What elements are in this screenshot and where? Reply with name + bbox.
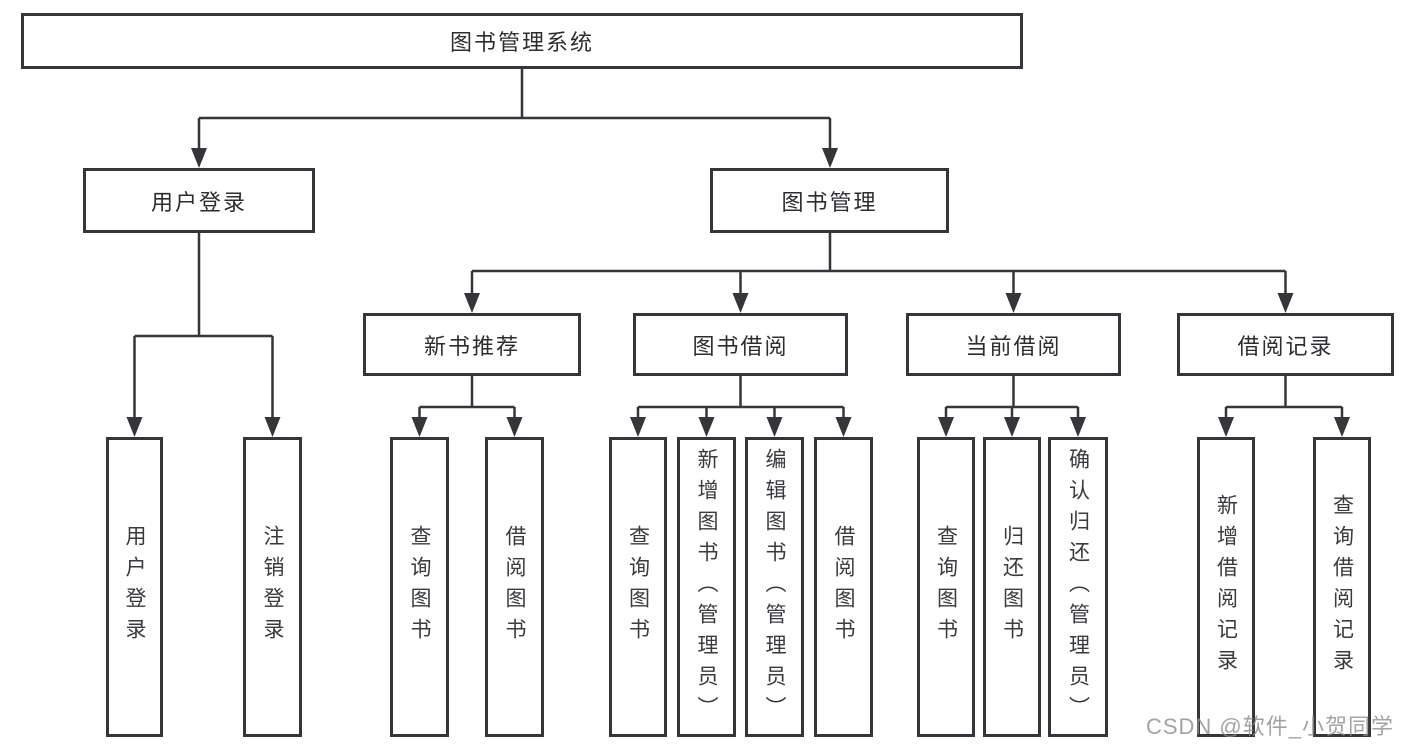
leaf-bb-edit-books-admin: 编辑图书（管理员） bbox=[745, 437, 804, 737]
node-borrowing-records-label: 借阅记录 bbox=[1237, 333, 1334, 359]
leaf-nb-borrow-books-label: 借阅图书 bbox=[503, 525, 526, 649]
leaf-br-query-record-label: 查询借阅记录 bbox=[1330, 494, 1354, 680]
leaf-user-login: 用户登录 bbox=[106, 437, 163, 737]
leaf-logout-login: 注销登录 bbox=[243, 437, 302, 737]
leaf-logout-login-label: 注销登录 bbox=[261, 525, 284, 649]
leaf-br-add-record: 新增借阅记录 bbox=[1197, 437, 1255, 737]
connector-current-borrowing-children bbox=[938, 376, 1086, 437]
leaf-nb-query-books-label: 查询图书 bbox=[408, 525, 431, 649]
connector-book-management-children bbox=[464, 233, 1294, 313]
connector-new-book-recommend-children bbox=[411, 376, 523, 437]
leaf-cb-confirm-return-admin: 确认归还（管理员） bbox=[1048, 437, 1108, 737]
node-borrowing-records: 借阅记录 bbox=[1177, 313, 1394, 376]
node-book-management-label: 图书管理 bbox=[781, 189, 878, 215]
leaf-cb-return-books: 归还图书 bbox=[983, 437, 1041, 737]
leaf-bb-query-books: 查询图书 bbox=[609, 437, 667, 737]
leaf-cb-query-books-label: 查询图书 bbox=[934, 525, 958, 649]
node-user-login: 用户登录 bbox=[83, 168, 315, 233]
leaf-bb-query-books-label: 查询图书 bbox=[626, 525, 650, 649]
connector-borrowing-records-children bbox=[1218, 376, 1350, 437]
leaf-bb-edit-books-admin-label: 编辑图书（管理员） bbox=[763, 447, 786, 727]
node-current-borrowing-label: 当前借阅 bbox=[965, 333, 1062, 359]
node-root-system: 图书管理系统 bbox=[21, 13, 1023, 69]
node-new-book-recommend-label: 新书推荐 bbox=[423, 333, 520, 359]
leaf-bb-add-books-admin-label: 新增图书（管理员） bbox=[695, 447, 718, 727]
node-user-login-label: 用户登录 bbox=[150, 189, 247, 215]
leaf-cb-confirm-return-admin-label: 确认归还（管理员） bbox=[1066, 447, 1090, 727]
node-book-borrowing: 图书借阅 bbox=[633, 313, 848, 376]
connector-user-login-children bbox=[126, 233, 281, 437]
leaf-cb-return-books-label: 归还图书 bbox=[1000, 525, 1024, 649]
node-book-management: 图书管理 bbox=[710, 168, 949, 233]
node-new-book-recommend: 新书推荐 bbox=[363, 313, 581, 376]
leaf-nb-query-books: 查询图书 bbox=[390, 437, 449, 737]
leaf-br-add-record-label: 新增借阅记录 bbox=[1214, 494, 1238, 680]
csdn-watermark: CSDN @软件_小贺同学 bbox=[1145, 714, 1394, 739]
leaf-bb-borrow-books: 借阅图书 bbox=[814, 437, 873, 737]
node-book-borrowing-label: 图书借阅 bbox=[692, 333, 789, 359]
leaf-br-query-record: 查询借阅记录 bbox=[1313, 437, 1371, 737]
node-current-borrowing: 当前借阅 bbox=[906, 313, 1121, 376]
leaf-bb-add-books-admin: 新增图书（管理员） bbox=[677, 437, 736, 737]
connector-book-borrowing-children bbox=[630, 376, 852, 437]
leaf-user-login-label: 用户登录 bbox=[123, 525, 146, 649]
leaf-nb-borrow-books: 借阅图书 bbox=[485, 437, 544, 737]
node-root-label: 图书管理系统 bbox=[449, 30, 594, 55]
leaf-cb-query-books: 查询图书 bbox=[917, 437, 975, 737]
connector-root-to-level2 bbox=[191, 69, 838, 168]
leaf-bb-borrow-books-label: 借阅图书 bbox=[832, 525, 855, 649]
